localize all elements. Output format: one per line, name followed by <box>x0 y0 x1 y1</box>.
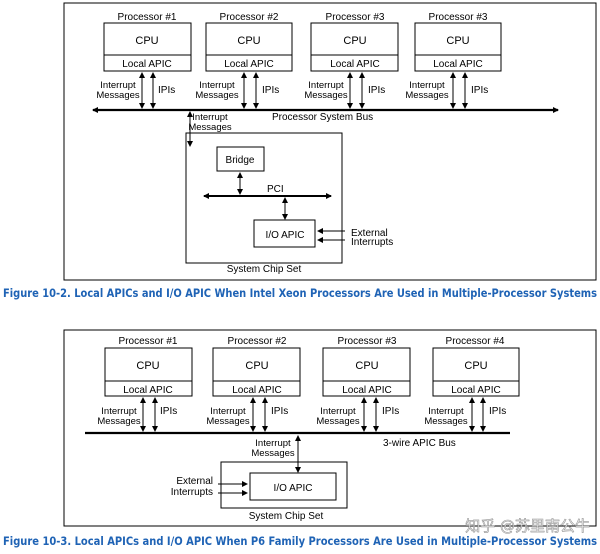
figure1-caption: Figure 10-2. Local APICs and I/O APIC Wh… <box>3 287 597 300</box>
p6-processor-3-interrupt-label: Interrupt <box>320 406 356 417</box>
p6-processor-2-messages-label: Messages <box>206 416 250 427</box>
figure2-caption: Figure 10-3. Local APICs and I/O APIC Wh… <box>3 535 597 548</box>
processor-4-ipis-label: IPIs <box>471 85 488 96</box>
p6-system-chip-set-box <box>220 461 348 509</box>
external-label: External <box>351 228 388 239</box>
external-interrupts-label: Interrupts <box>351 237 393 248</box>
processor-2-local-apic: Local APIC <box>224 59 273 70</box>
processor-4-local-apic: Local APIC <box>433 59 482 70</box>
io-apic-label: I/O APIC <box>266 230 305 241</box>
processor-3-block: Processor #3 CPU Local APIC Interrupt Me… <box>304 12 399 109</box>
p6-processor-4-ipis-label: IPIs <box>489 406 506 417</box>
p6-processor-3-ipis-label: IPIs <box>382 406 399 417</box>
processor-1-interrupt-label: Interrupt <box>100 80 136 91</box>
processor-1-cpu: CPU <box>135 35 158 47</box>
watermark: 知乎 @苏里南公牛 <box>465 517 590 535</box>
p6-processor-1-box <box>104 347 193 397</box>
processor-3-cpu: CPU <box>343 35 366 47</box>
bridge-box <box>216 146 265 172</box>
p6-processor-1-ipis-label: IPIs <box>160 406 177 417</box>
p6-processor-3-local-apic: Local APIC <box>342 385 391 396</box>
p6-chipset-interrupt-label: Interrupt <box>255 438 291 449</box>
processor-4-cpu: CPU <box>446 35 469 47</box>
p6-processor-2-ipis-label: IPIs <box>271 406 288 417</box>
processor-3-ipis-label: IPIs <box>368 85 385 96</box>
processor-2-messages-label: Messages <box>195 90 239 101</box>
p6-processor-2-label: Processor #2 <box>228 336 287 347</box>
figure-10-2: Processor #1 CPU Local APIC Interrupt Me… <box>3 2 597 300</box>
p6-processor-4-local-apic: Local APIC <box>451 385 500 396</box>
p6-external-label: External <box>176 476 213 487</box>
p6-processor-2-block: Processor #2 CPU Local APIC Interrupt Me… <box>206 336 301 432</box>
chipset-messages-label: Messages <box>188 122 232 133</box>
processor-3-messages-label: Messages <box>304 90 348 101</box>
p6-system-chip-set-label: System Chip Set <box>249 511 324 522</box>
p6-processor-2-cpu: CPU <box>245 360 268 372</box>
figure-10-3: Processor #1 CPU Local APIC Interrupt Me… <box>3 329 597 548</box>
bridge-label: Bridge <box>226 155 255 166</box>
processor-4-label: Processor #3 <box>429 12 488 23</box>
processor-1-block: Processor #1 CPU Local APIC Interrupt Me… <box>96 12 192 109</box>
processor-3-interrupt-label: Interrupt <box>308 80 344 91</box>
system-chip-set-label: System Chip Set <box>227 264 302 275</box>
processor-2-ipis-label: IPIs <box>262 85 279 96</box>
apic-bus-label: 3-wire APIC Bus <box>383 438 456 449</box>
p6-processor-1-label: Processor #1 <box>119 336 178 347</box>
processor-2-box <box>205 22 293 72</box>
processor-2-block: Processor #2 CPU Local APIC Interrupt Me… <box>195 12 293 109</box>
processor-4-interrupt-label: Interrupt <box>409 80 445 91</box>
system-chip-set-box <box>185 132 343 264</box>
figure1-frame <box>63 2 597 281</box>
p6-processor-1-cpu: CPU <box>136 360 159 372</box>
p6-processor-3-box <box>322 347 411 397</box>
processor-4-block: Processor #3 CPU Local APIC Interrupt Me… <box>405 12 502 109</box>
io-apic-box <box>253 219 316 248</box>
processor-3-box <box>310 22 399 72</box>
p6-processor-4-cpu: CPU <box>464 360 487 372</box>
chipset-interrupt-label: Interrupt <box>192 112 228 123</box>
processor-1-ipis-label: IPIs <box>158 85 175 96</box>
processor-2-interrupt-label: Interrupt <box>199 80 235 91</box>
p6-external-interrupts-label: Interrupts <box>171 487 213 498</box>
processor-2-label: Processor #2 <box>220 12 279 23</box>
p6-processor-1-messages-label: Messages <box>97 416 141 427</box>
p6-processor-2-local-apic: Local APIC <box>232 385 281 396</box>
p6-io-apic-box <box>249 472 337 501</box>
p6-processor-4-box <box>432 347 520 397</box>
processor-4-box <box>414 22 502 72</box>
processor-1-box <box>103 22 192 72</box>
processor-2-cpu: CPU <box>237 35 260 47</box>
p6-processor-3-label: Processor #3 <box>338 336 397 347</box>
p6-processor-2-interrupt-label: Interrupt <box>210 406 246 417</box>
processor-1-local-apic: Local APIC <box>122 59 171 70</box>
p6-processor-4-block: Processor #4 CPU Local APIC Interrupt Me… <box>424 336 520 432</box>
p6-processor-3-messages-label: Messages <box>316 416 360 427</box>
processor-1-messages-label: Messages <box>96 90 140 101</box>
p6-processor-2-box <box>212 347 301 397</box>
p6-processor-1-interrupt-label: Interrupt <box>101 406 137 417</box>
p6-processor-1-block: Processor #1 CPU Local APIC Interrupt Me… <box>97 336 193 432</box>
figure2-frame <box>63 329 597 527</box>
p6-processor-4-label: Processor #4 <box>446 336 505 347</box>
processor-4-messages-label: Messages <box>405 90 449 101</box>
p6-processor-4-interrupt-label: Interrupt <box>428 406 464 417</box>
processor-3-local-apic: Local APIC <box>330 59 379 70</box>
p6-processor-3-cpu: CPU <box>355 360 378 372</box>
processor-system-bus-label: Processor System Bus <box>272 112 373 123</box>
p6-processor-4-messages-label: Messages <box>424 416 468 427</box>
p6-chipset-messages-label: Messages <box>251 448 295 459</box>
processor-1-label: Processor #1 <box>118 12 177 23</box>
pci-label: PCI <box>267 184 284 195</box>
p6-processor-1-local-apic: Local APIC <box>123 385 172 396</box>
p6-io-apic-label: I/O APIC <box>274 483 313 494</box>
processor-3-label: Processor #3 <box>326 12 385 23</box>
p6-processor-3-block: Processor #3 CPU Local APIC Interrupt Me… <box>316 336 411 432</box>
